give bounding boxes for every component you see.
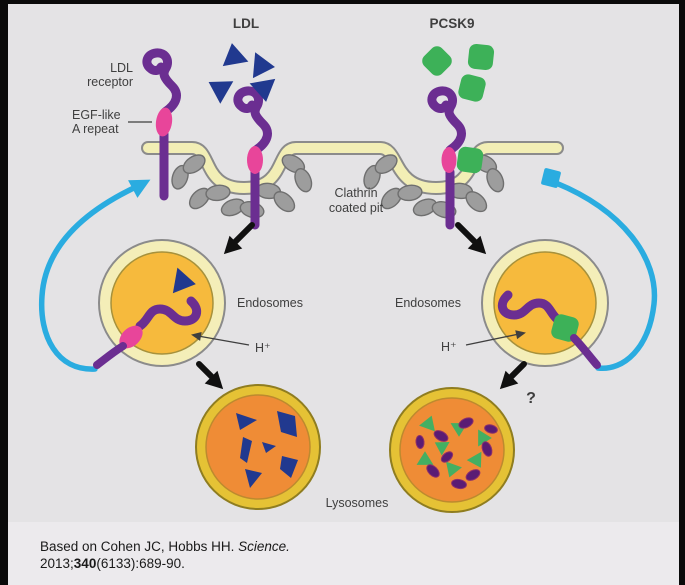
blocked-end-icon — [541, 168, 561, 188]
ldl-receptor-free — [147, 53, 177, 201]
plasma-membrane — [141, 141, 564, 195]
endosomes-label-left: Endosomes — [237, 296, 303, 310]
proton-pointer-left — [190, 330, 250, 346]
lysosome-right — [389, 387, 515, 513]
endosome-right — [481, 239, 609, 369]
internalization-arrow-left — [217, 222, 255, 261]
uncertainty-question-mark: ? — [526, 390, 536, 407]
citation-line-2: 2013;340(6133):689-90. — [40, 556, 185, 571]
proton-label-left: H⁺ — [255, 341, 271, 355]
receptor-tail — [570, 334, 601, 369]
ldl-receptor-in-pit-right — [432, 91, 485, 230]
background-light-band — [0, 522, 685, 585]
degraded-receptor-pcsk9-fragments — [415, 412, 498, 490]
frame-top-edge — [0, 0, 685, 4]
lysosome-left — [195, 384, 321, 510]
frame-right-edge — [679, 0, 685, 585]
proton-pointer-right — [465, 328, 527, 346]
endosome-left — [93, 239, 226, 369]
pcsk9-bound-icon — [455, 145, 485, 175]
egf-a-repeat-icon — [155, 107, 173, 137]
degraded-ldl-fragments — [236, 411, 298, 488]
endosomes-label-right: Endosomes — [395, 296, 461, 310]
egf-a-repeat-icon — [441, 147, 457, 173]
recycling-arrow-left — [38, 170, 156, 372]
internalization-arrow-right — [455, 222, 493, 261]
pcsk9-title: PCSK9 — [429, 16, 474, 31]
lysosomes-label: Lysosomes — [326, 496, 389, 510]
egf-a-repeat-icon — [247, 146, 263, 174]
ldl-receptor-in-endosome — [497, 290, 562, 324]
endosome-to-lysosome-arrow-right — [493, 361, 527, 396]
ldl-receptor-in-endosome — [135, 296, 202, 331]
frame-left-edge — [0, 0, 8, 585]
receptor-tail — [93, 342, 127, 369]
ldl-title: LDL — [233, 16, 259, 31]
citation-line-1: Based on Cohen JC, Hobbs HH. Science. — [40, 539, 290, 554]
proton-label-right: H⁺ — [441, 340, 457, 354]
blocked-recycling-arrow-right — [541, 168, 658, 371]
ldl-receptor-in-pit-left — [238, 91, 268, 230]
endosome-to-lysosome-arrow-left — [196, 361, 230, 396]
